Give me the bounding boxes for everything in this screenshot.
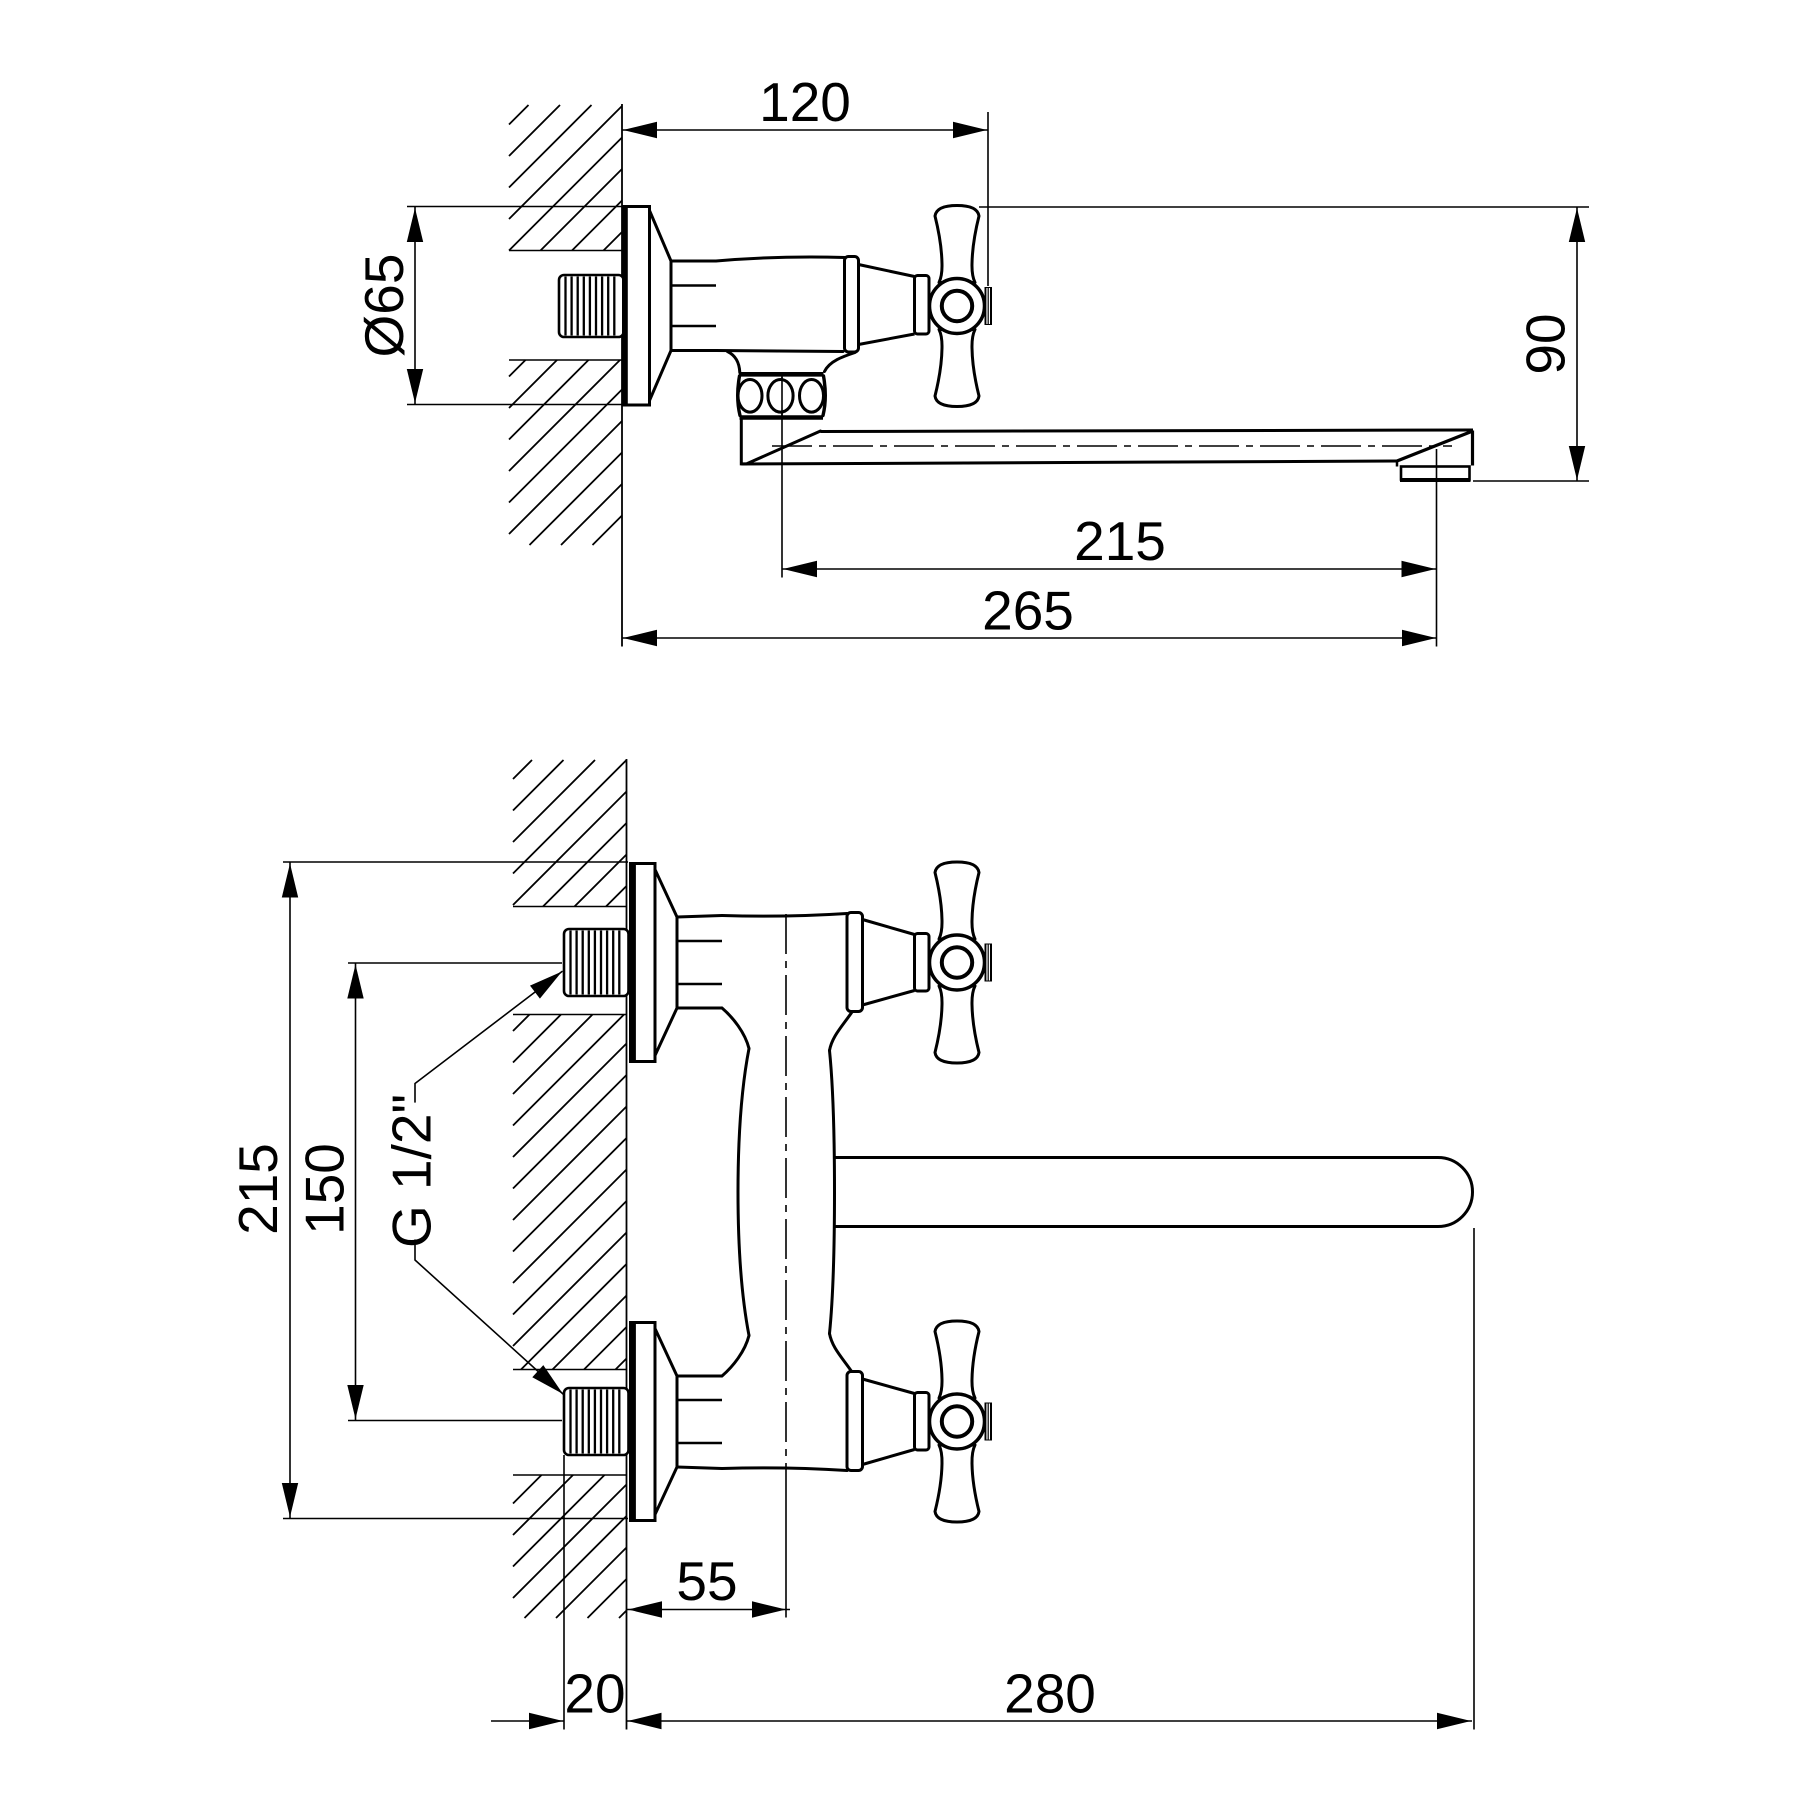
svg-text:215: 215: [227, 1143, 289, 1235]
svg-text:215: 215: [1074, 510, 1166, 572]
svg-text:265: 265: [982, 580, 1074, 642]
svg-text:90: 90: [1515, 313, 1577, 374]
svg-text:280: 280: [1004, 1663, 1096, 1725]
svg-text:120: 120: [759, 71, 851, 133]
svg-text:20: 20: [564, 1663, 625, 1725]
svg-text:55: 55: [676, 1550, 737, 1612]
svg-text:150: 150: [294, 1143, 356, 1235]
svg-text:G 1/2": G 1/2": [381, 1094, 443, 1248]
svg-text:Ø65: Ø65: [353, 254, 415, 358]
